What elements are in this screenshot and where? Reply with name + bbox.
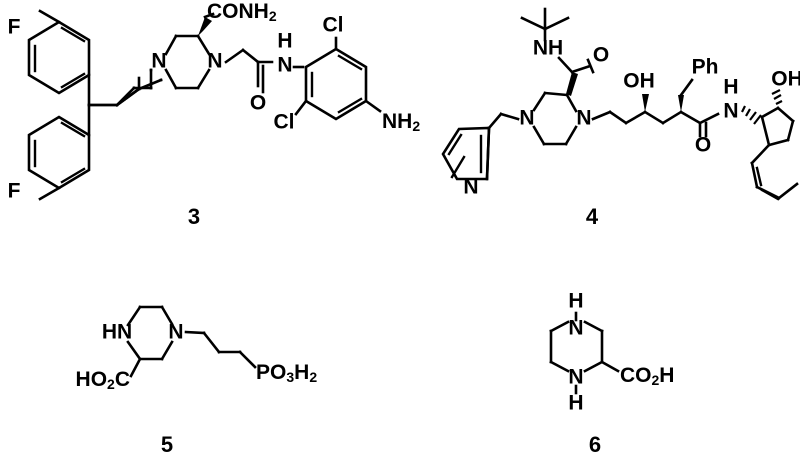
piperazine-ring-6 (549, 320, 604, 373)
atom-label-O-tbu-carbonyl: O (593, 44, 609, 67)
atom-label-N-piperazine5: N (168, 321, 183, 344)
atom-label-amide-NH-H: H (277, 30, 292, 53)
atom-label-OH-indanol: OH (771, 68, 800, 91)
acetamide-linker (224, 48, 305, 94)
atom-label-N-piperazine4-left: N (519, 107, 534, 130)
compound-5-atom-labels: HN N HO2C PO3H2 (76, 321, 318, 392)
atom-label-N-piperazine-left: N (151, 50, 166, 73)
atom-label-amide-NH-N-4: N (723, 100, 738, 123)
atom-label-N-pyridine: N (463, 176, 478, 199)
pentyl-linker (87, 86, 153, 107)
pyridine-ring (441, 126, 491, 181)
atom-label-Cl-bottom: Cl (274, 111, 295, 134)
compound-4-atom-labels: NH O N N N OH Ph O H N OH (463, 37, 800, 199)
amide-linkage-4 (679, 110, 720, 138)
atom-label-CONH2: CONH2 (207, 0, 277, 24)
atom-label-H-top-6: H (568, 290, 583, 313)
piperazine-ring-5 (126, 305, 174, 361)
carboxylic-acid-bond-6 (600, 360, 620, 373)
hydroxy-chain-4 (591, 110, 683, 125)
stereo-wedge-conh2 (198, 17, 212, 36)
piperazine-ring-4 (532, 91, 578, 146)
atom-label-HO2C: HO2C (76, 368, 130, 392)
fluorophenyl-ring-bottom (27, 115, 91, 201)
atom-label-OH-chain: OH (623, 70, 655, 93)
atom-label-PO3H2: PO3H2 (256, 361, 317, 385)
pyridylmethyl-group (487, 112, 520, 130)
atom-label-amide-NH-N: N (277, 54, 292, 77)
tert-butyl-group (520, 7, 570, 42)
atom-label-N-top-6: N (568, 317, 583, 340)
carboxylic-acid-bond-5 (129, 357, 142, 378)
bond-to-conh2 (203, 12, 215, 19)
compound-3-atom-labels: F F N N CONH2 H N O Cl Cl NH2 (8, 0, 421, 203)
atom-label-O-amide-4: O (695, 134, 711, 157)
atom-label-CO2H: CO2H (620, 364, 674, 388)
compound-number-captions: 3 4 5 6 (161, 204, 601, 457)
stereo-wedge-oh (642, 94, 649, 112)
dichloroaminophenyl-ring (294, 36, 382, 121)
piperazine-ring-3 (164, 34, 211, 90)
atom-label-F-bottom: F (8, 180, 21, 203)
compound-number-5: 5 (161, 432, 173, 457)
propylphosphonate-chain (184, 330, 257, 369)
compound-6-atom-labels: H N N H CO2H (568, 290, 674, 415)
atom-label-carbonyl-O: O (250, 92, 266, 115)
hashed-bond-indane (741, 105, 762, 125)
benzyl-branch (678, 78, 694, 112)
atom-label-N-piperazine-right: N (207, 50, 222, 73)
atom-label-NH2-aniline: NH2 (382, 110, 420, 134)
atom-label-amide-NH-H-4: H (723, 76, 738, 99)
atom-label-N-piperazine4-right: N (576, 107, 591, 130)
atom-label-H-bottom-6: H (568, 392, 583, 415)
pentyl-chain-upper (132, 68, 153, 90)
stereo-wedge-tbu-amide (566, 72, 578, 96)
compound-number-4: 4 (586, 204, 599, 229)
atom-label-Ph: Ph (692, 56, 719, 79)
atom-label-HN-piperazine5: HN (102, 321, 132, 344)
atom-label-NH-tbu: NH (533, 37, 563, 60)
hashed-bond-indanol-oh (771, 89, 783, 105)
atom-label-N-bottom-6: N (568, 366, 583, 389)
compound-number-3: 3 (188, 204, 200, 229)
fluorophenyl-ring-top (27, 9, 91, 95)
compound-number-6: 6 (589, 432, 601, 457)
atom-label-F-top: F (8, 16, 21, 39)
atom-label-Cl-top: Cl (323, 14, 344, 37)
tbu-amide (557, 56, 595, 74)
indanol-ring-system (750, 106, 799, 201)
